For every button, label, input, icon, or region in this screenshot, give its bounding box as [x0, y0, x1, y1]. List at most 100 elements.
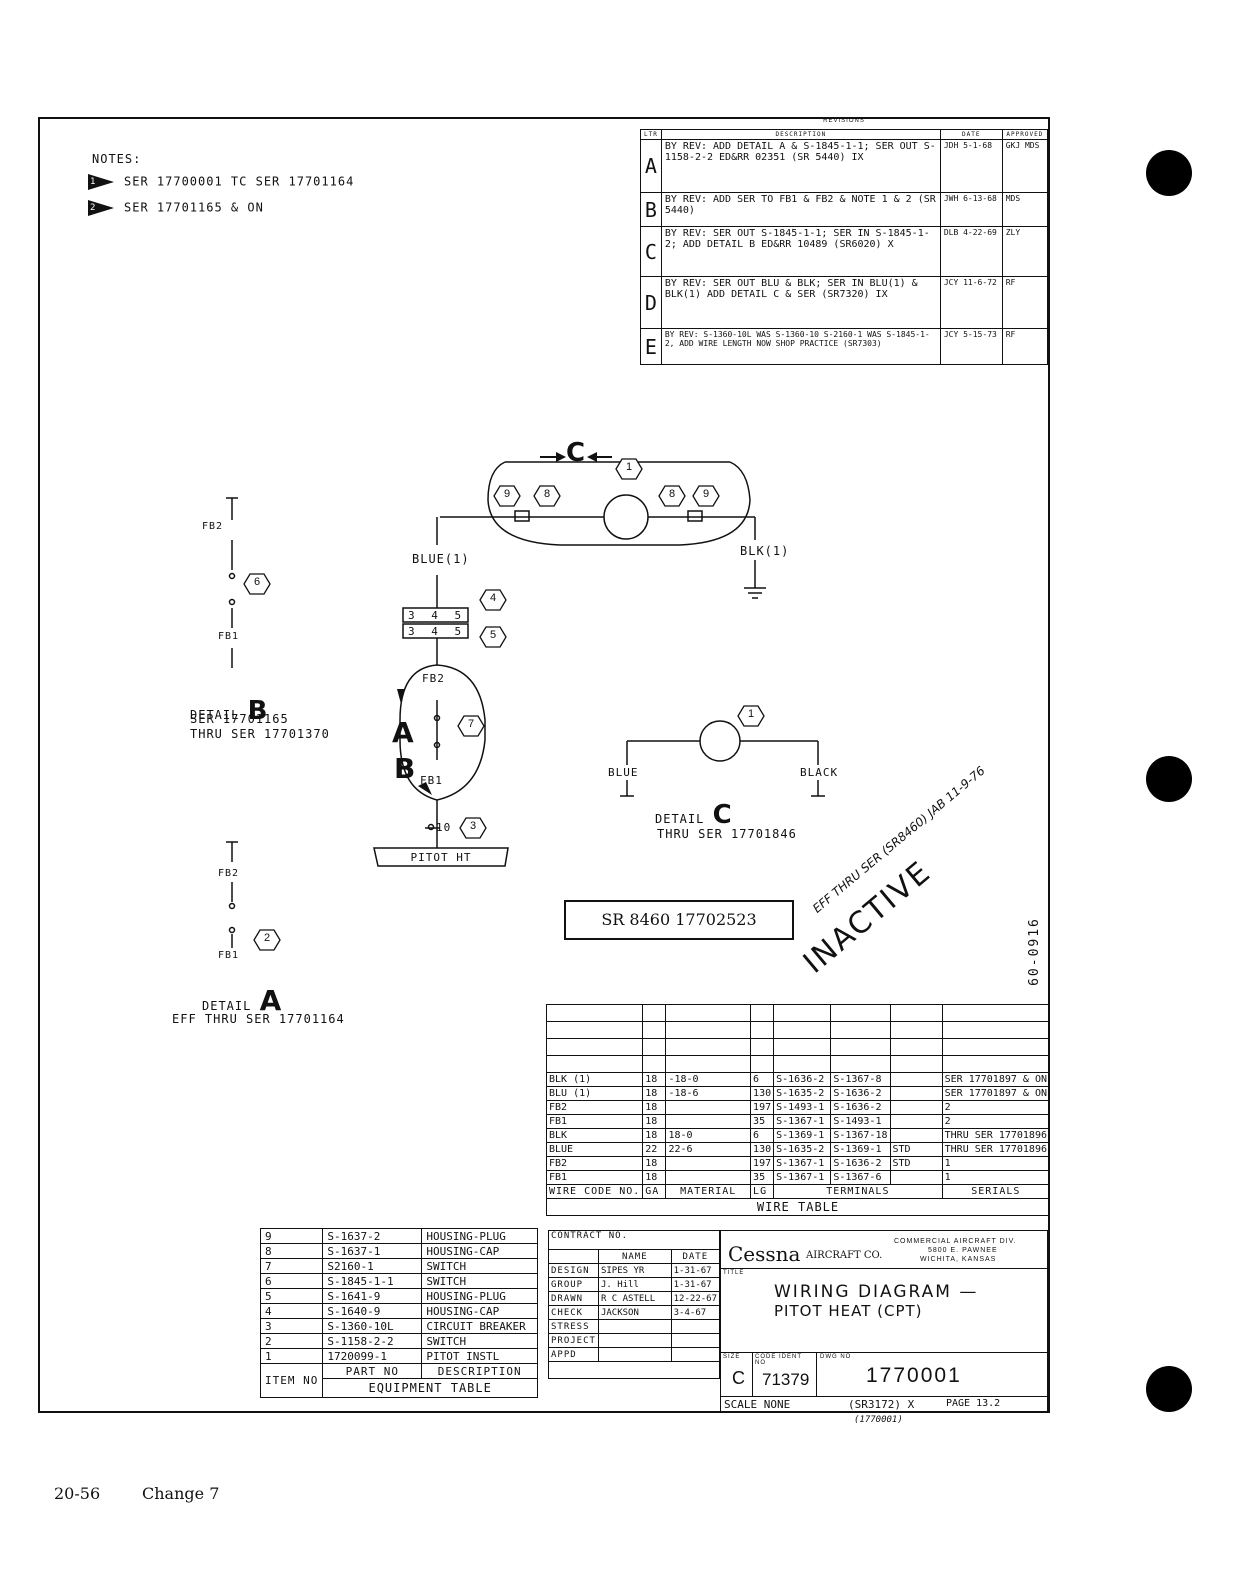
page-ref: PAGE 13.2	[946, 1398, 1001, 1409]
detail-c-callout: C	[566, 438, 586, 468]
hex-label: 7	[467, 718, 475, 730]
hex-label: 2	[263, 932, 271, 944]
flag-2-icon: 2	[88, 200, 114, 216]
fb2-label: FB2	[422, 672, 445, 685]
hex-marker	[253, 929, 281, 951]
hex-label: 5	[489, 629, 497, 641]
detail-a-eff: EFF THRU SER 17701164	[172, 1012, 345, 1026]
hex-marker	[479, 589, 507, 611]
address-1: 5800 E. PAWNEE	[928, 1247, 998, 1254]
code-caption: CODE IDENT NO	[755, 1354, 802, 1366]
dwg-caption: DWG NO	[820, 1354, 852, 1360]
drawing-title-1: WIRING DIAGRAM —	[774, 1282, 979, 1302]
arrow-a-label: A	[392, 716, 414, 749]
code-value: 71379	[762, 1370, 810, 1389]
hex-label: 8	[668, 488, 676, 500]
detail-b-ser: SER 17701165	[190, 712, 289, 726]
punch-hole	[1146, 1366, 1192, 1412]
hex-marker	[737, 705, 765, 727]
arrow-right-icon	[556, 452, 566, 462]
detail-c-title: DETAIL C	[655, 800, 733, 830]
revisions-title: REVISIONS	[823, 118, 865, 124]
detail-a-title: DETAIL A	[202, 984, 283, 1017]
detail-c-heater	[699, 720, 741, 762]
size-value: C	[732, 1368, 745, 1388]
item-no-header: ITEM NO	[259, 1363, 324, 1398]
equipment-table-title: EQUIPMENT TABLE	[322, 1378, 538, 1398]
fb1-label: FB1	[420, 774, 443, 787]
address-2: WICHITA, KANSAS	[920, 1256, 997, 1263]
detail-c-black: BLACK	[800, 766, 839, 779]
revision-row: C BY REV: SER OUT S-1845-1-1; SER IN S-1…	[640, 226, 1049, 277]
hex-marker	[533, 485, 561, 507]
connector-right	[687, 510, 703, 522]
connector-left	[514, 510, 530, 522]
scale: SCALE NONE	[724, 1398, 791, 1411]
hex-label: 3	[469, 820, 477, 832]
hex-marker	[243, 573, 271, 595]
detail-b-thru: THRU SER 17701370	[190, 727, 330, 741]
pitot-heater-element	[603, 494, 649, 540]
detail-b-fb1: FB1	[218, 631, 240, 642]
wire-table-title: WIRE TABLE	[546, 1198, 1050, 1216]
punch-hole	[1146, 150, 1192, 196]
detail-c-thru: THRU SER 17701846	[657, 827, 797, 841]
hex-marker	[457, 715, 485, 737]
notes-heading: NOTES:	[92, 152, 142, 166]
cb-rating-label: 10	[436, 821, 452, 834]
size-caption: SIZE	[723, 1354, 741, 1360]
hex-marker	[459, 817, 487, 839]
revision-row: A BY REV: ADD DETAIL A & S-1845-1-1; SER…	[640, 139, 1049, 193]
title-divider	[720, 1268, 1048, 1269]
company-suffix: AIRCRAFT CO.	[806, 1250, 883, 1261]
hex-label: 6	[253, 576, 261, 588]
hex-label: 9	[702, 488, 710, 500]
approval-row: STRESS	[548, 1319, 721, 1334]
pitot-ht-box	[373, 847, 509, 867]
punch-hole	[1146, 756, 1192, 802]
hex-marker	[692, 485, 720, 507]
terminal-strip-4	[402, 607, 469, 623]
sr-ref: (SR3172) X	[848, 1398, 915, 1411]
terminal-label: 3 4 5	[408, 625, 467, 638]
hex-marker	[658, 485, 686, 507]
arrow-down-icon	[397, 689, 405, 704]
detail-a-fb1: FB1	[218, 950, 240, 961]
blk1-label: BLK(1)	[740, 544, 790, 558]
arrow-diag-icon	[418, 782, 432, 795]
dwg-number: 1770001	[866, 1364, 962, 1387]
revision-row: B BY REV: ADD SER TO FB1 & FB2 & NOTE 1 …	[640, 192, 1049, 227]
detail-b-fb2: FB2	[202, 521, 224, 532]
hex-label: 9	[503, 488, 511, 500]
hex-label: 4	[489, 592, 497, 604]
hex-marker	[615, 458, 643, 480]
title-area	[720, 1230, 1048, 1412]
hex-label: 1	[747, 708, 755, 720]
revisions-block: REVISIONS LTR DESCRIPTION DATE APPROVED …	[640, 118, 1049, 365]
revisions-table: LTR DESCRIPTION DATE APPROVED A BY REV: …	[640, 129, 1049, 365]
hex-marker	[479, 626, 507, 648]
detail-b-title: DETAIL B	[190, 696, 269, 726]
